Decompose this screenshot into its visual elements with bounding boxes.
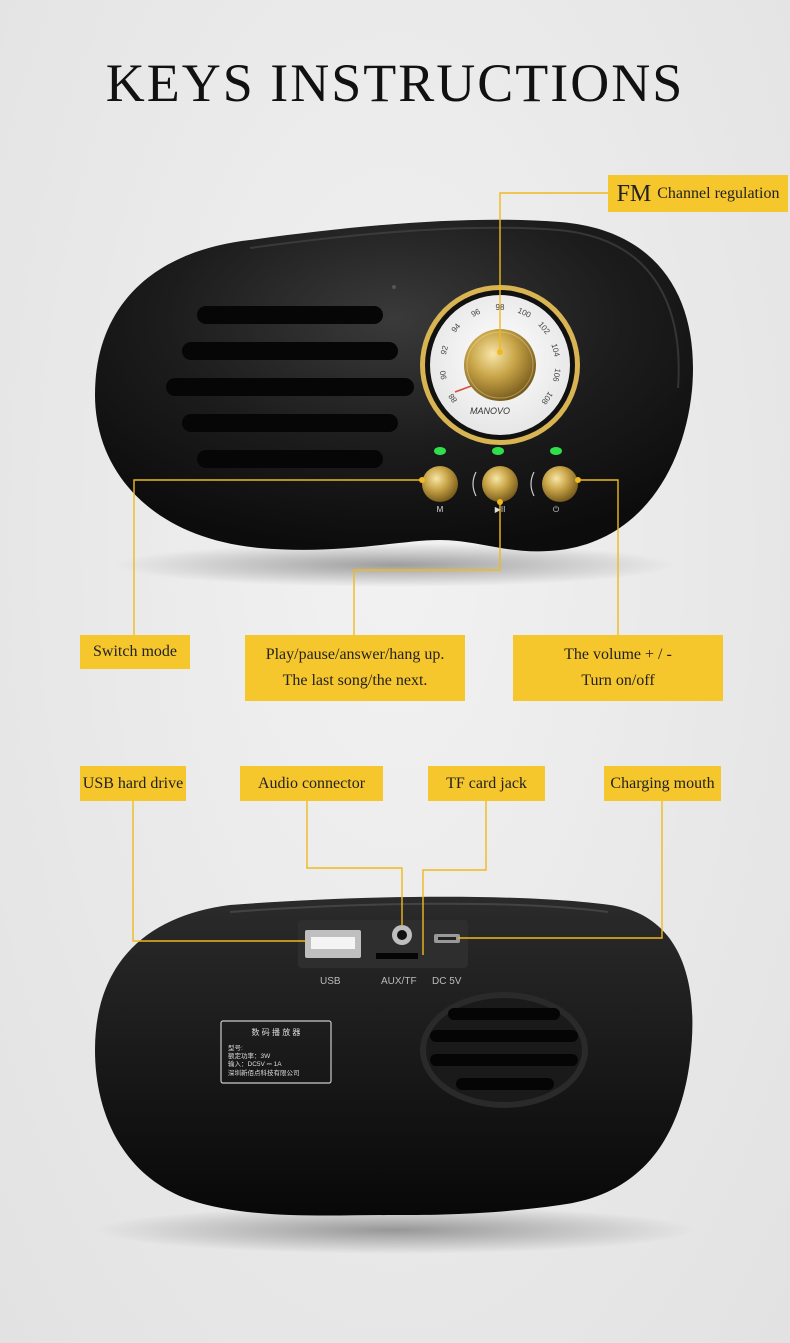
rear-vent bbox=[420, 992, 588, 1108]
dial-number: 90 bbox=[438, 369, 449, 380]
fm-callout-text: Channel regulation bbox=[657, 184, 780, 202]
dial-number: 96 bbox=[470, 307, 482, 319]
usb-port-label: USB bbox=[320, 976, 341, 987]
spec-line-4: 深圳新佰点科技有限公司 bbox=[228, 1068, 300, 1077]
charging-callout: Charging mouth bbox=[604, 766, 721, 801]
front-leader-lines bbox=[133, 192, 619, 636]
brand-logo: MANOVO bbox=[470, 406, 510, 416]
mode-button[interactable] bbox=[422, 466, 458, 502]
play-pause-callout: Play/pause/answer/hang up. The last song… bbox=[245, 635, 465, 701]
usb-callout: USB hard drive bbox=[80, 766, 186, 801]
charging-callout-text: Charging mouth bbox=[610, 774, 715, 792]
aux-tf-label: AUX/TF bbox=[381, 976, 417, 987]
status-leds bbox=[434, 447, 562, 455]
tf-callout-text: TF card jack bbox=[446, 774, 527, 792]
volume-line-2: Turn on/off bbox=[581, 672, 655, 689]
fm-callout-prefix: FM bbox=[616, 180, 652, 207]
dial-number: 104 bbox=[549, 343, 561, 359]
tf-card-callout: TF card jack bbox=[428, 766, 545, 801]
switch-mode-callout: Switch mode bbox=[80, 635, 190, 669]
mic-hole bbox=[392, 285, 396, 289]
volume-line-1: The volume + / - bbox=[564, 646, 672, 663]
dial-number: 106 bbox=[551, 368, 562, 383]
speaker-body-rear bbox=[95, 896, 693, 1216]
dc-label: DC 5V bbox=[432, 976, 462, 987]
audio-connector-callout: Audio connector bbox=[240, 766, 383, 801]
dial-number: 92 bbox=[439, 344, 450, 355]
page-title: KEYS INSTRUCTIONS bbox=[105, 53, 685, 113]
usb-callout-text: USB hard drive bbox=[82, 774, 184, 792]
spec-title: 数 码 播 放 器 bbox=[252, 1027, 301, 1037]
power-button-label: ⏻ bbox=[553, 505, 560, 514]
spec-sticker bbox=[220, 1020, 332, 1084]
volume-power-callout: The volume + / - Turn on/off bbox=[513, 635, 723, 701]
fm-tuning-knob[interactable] bbox=[464, 329, 536, 401]
spec-line-1: 型号: bbox=[228, 1043, 243, 1052]
audio-callout-text: Audio connector bbox=[257, 774, 366, 792]
power-volume-button[interactable] bbox=[542, 466, 578, 502]
device-shadow bbox=[115, 543, 675, 587]
switch-mode-text: Switch mode bbox=[93, 643, 177, 660]
rear-leader-lines bbox=[132, 801, 663, 955]
spec-line-3: 输入：DC5V ⎓ 1A bbox=[228, 1059, 282, 1068]
fm-channel-callout: FM Channel regulation bbox=[608, 175, 788, 212]
speaker-grille bbox=[166, 306, 414, 468]
play-pause-line-2: The last song/the next. bbox=[282, 672, 428, 689]
tf-card-slot[interactable] bbox=[376, 953, 418, 959]
mode-button-label: M bbox=[437, 505, 444, 514]
spec-line-2: 额定功率：3W bbox=[228, 1051, 271, 1060]
play-pause-button[interactable] bbox=[482, 466, 518, 502]
play-pause-line-1: Play/pause/answer/hang up. bbox=[265, 646, 445, 663]
